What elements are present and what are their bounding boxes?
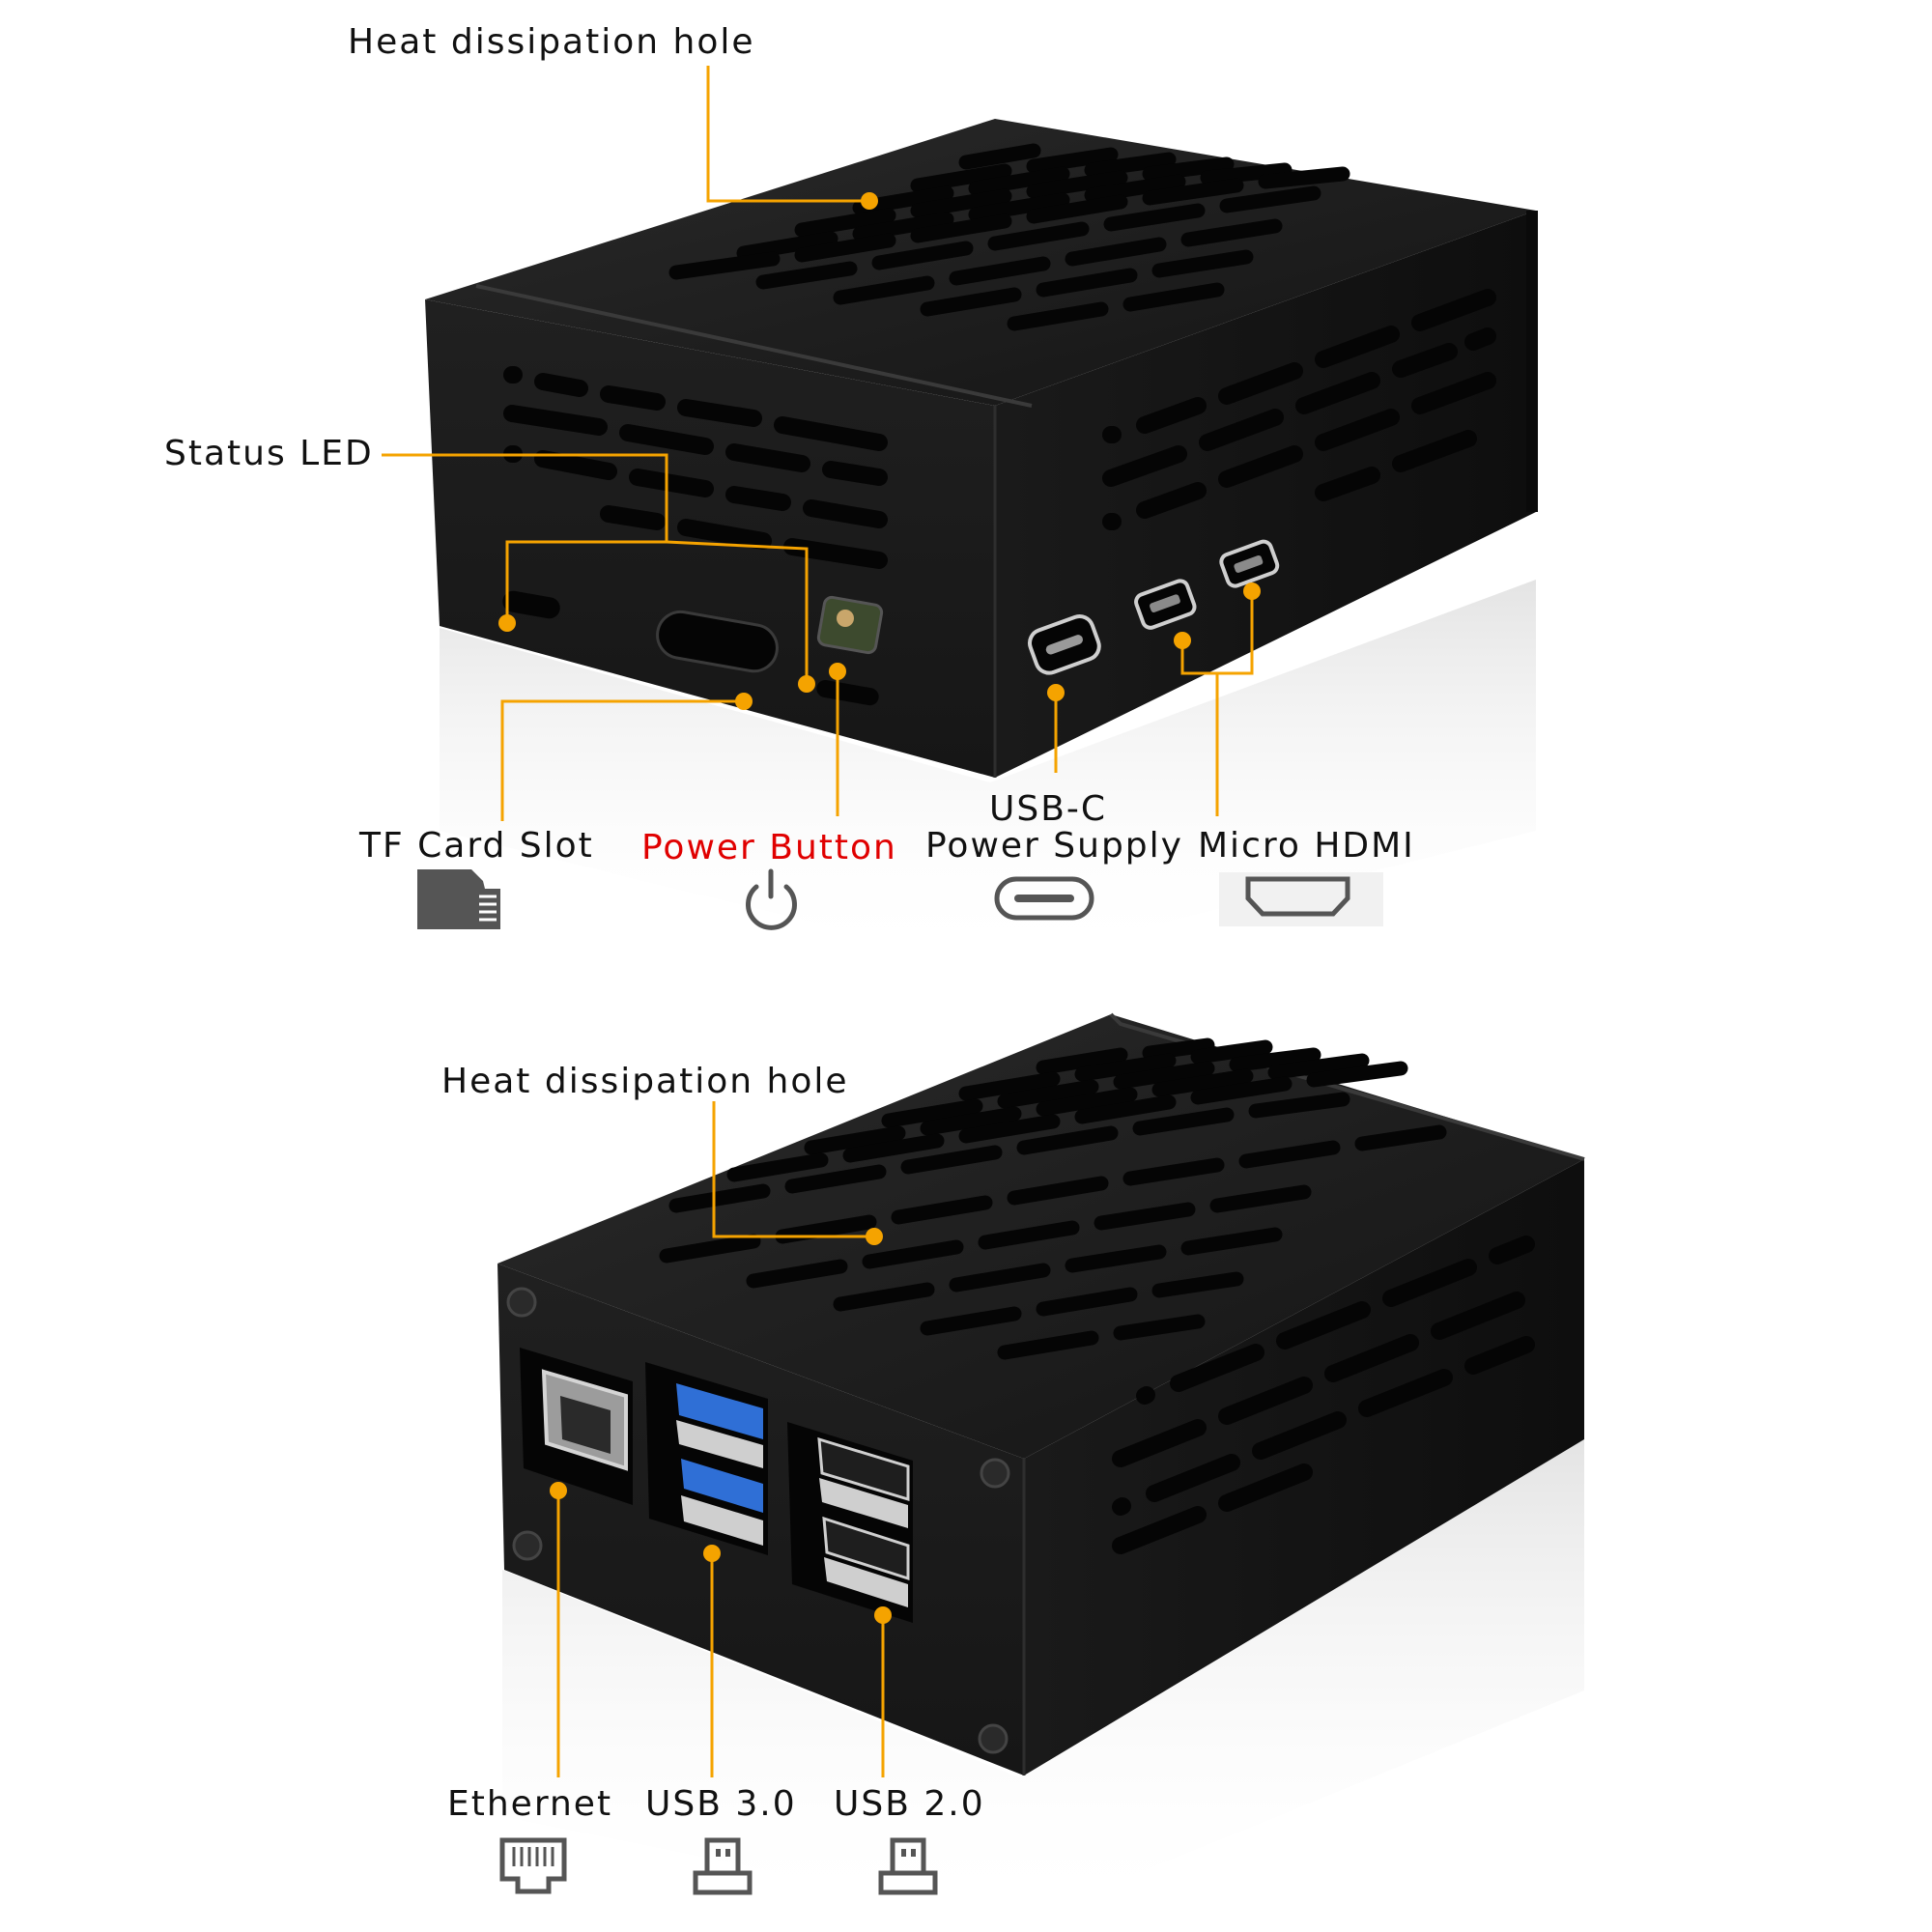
usb-c-port-icon <box>994 876 1094 921</box>
bottom-side-vents <box>1112 1236 1535 1554</box>
top-case <box>425 119 1538 966</box>
usb-2-ports <box>787 1422 913 1623</box>
heat-dissipation-label-top: Heat dissipation hole <box>348 22 755 62</box>
top-case-reflection <box>440 580 1536 966</box>
status-led-window <box>656 610 779 673</box>
callout-lines <box>382 66 1254 1777</box>
status-led-label: Status LED <box>164 434 374 473</box>
ethernet-port <box>520 1348 633 1505</box>
power-supply-label: Power Supply <box>925 826 1183 866</box>
usb-plug-icon <box>693 1837 753 1895</box>
callout-dots <box>498 192 1261 1624</box>
bottom-lid-vents <box>659 1037 1447 1360</box>
heat-dissipation-label-bottom: Heat dissipation hole <box>441 1062 849 1101</box>
micro-hdmi-port-1 <box>1134 579 1197 630</box>
bottom-case-reflection <box>502 1439 1584 1922</box>
power-button-label: Power Button <box>641 828 897 867</box>
ethernet-port-icon <box>499 1837 567 1894</box>
micro-sd-card-icon <box>417 869 500 929</box>
case-screws <box>506 1287 1010 1754</box>
usb-3-ports <box>645 1362 768 1555</box>
top-side-vents <box>1102 289 1496 530</box>
usb-3-label: USB 3.0 <box>645 1784 797 1824</box>
tf-card-slot-opening <box>502 590 560 619</box>
usb-plug-icon <box>878 1837 938 1895</box>
usb-2-label: USB 2.0 <box>834 1784 985 1824</box>
top-case-side-face <box>995 211 1536 778</box>
power-icon <box>746 868 797 930</box>
top-front-vents <box>503 366 888 569</box>
usb-c-port <box>1028 614 1101 675</box>
ethernet-label: Ethernet <box>447 1784 613 1824</box>
power-button <box>837 610 854 627</box>
micro-hdmi-port-2 <box>1219 539 1280 588</box>
bottom-case <box>497 1012 1585 1922</box>
hdmi-port-icon <box>1219 872 1383 926</box>
tf-card-slot-label: TF Card Slot <box>359 826 594 866</box>
micro-hdmi-label: Micro HDMI <box>1198 826 1415 866</box>
usb-c-label: USB-C <box>989 789 1108 829</box>
